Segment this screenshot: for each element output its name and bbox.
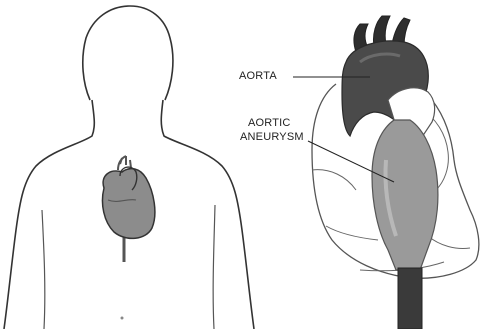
aortic-aneurysm-label-line2: ANEURYSM	[240, 131, 304, 144]
torso-outline-left	[4, 100, 94, 329]
heart-icon	[102, 156, 154, 262]
left-arm-crease	[42, 210, 45, 329]
enlarged-heart-illustration	[312, 16, 479, 329]
aorta-label: AORTA	[239, 70, 277, 83]
head-outline	[83, 6, 173, 100]
navel	[121, 317, 124, 320]
aortic-aneurysm-label-line1: AORTIC	[248, 117, 291, 130]
right-arm-crease	[213, 205, 215, 329]
descending-aorta	[398, 268, 422, 329]
